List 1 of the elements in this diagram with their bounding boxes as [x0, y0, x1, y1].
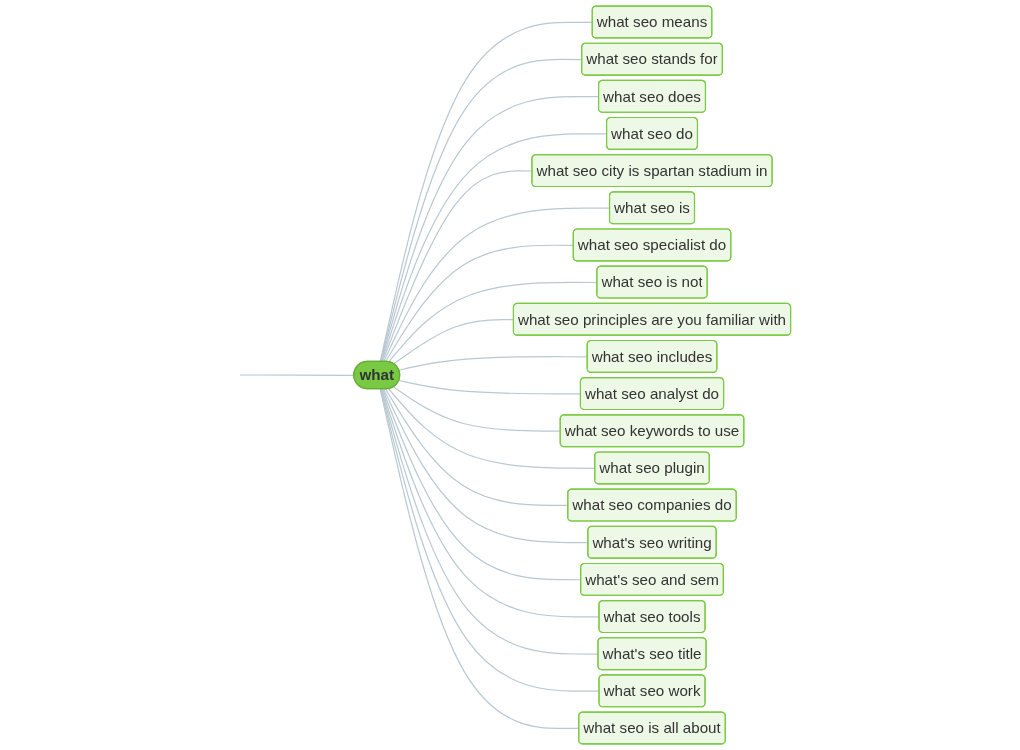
connector	[379, 388, 580, 729]
